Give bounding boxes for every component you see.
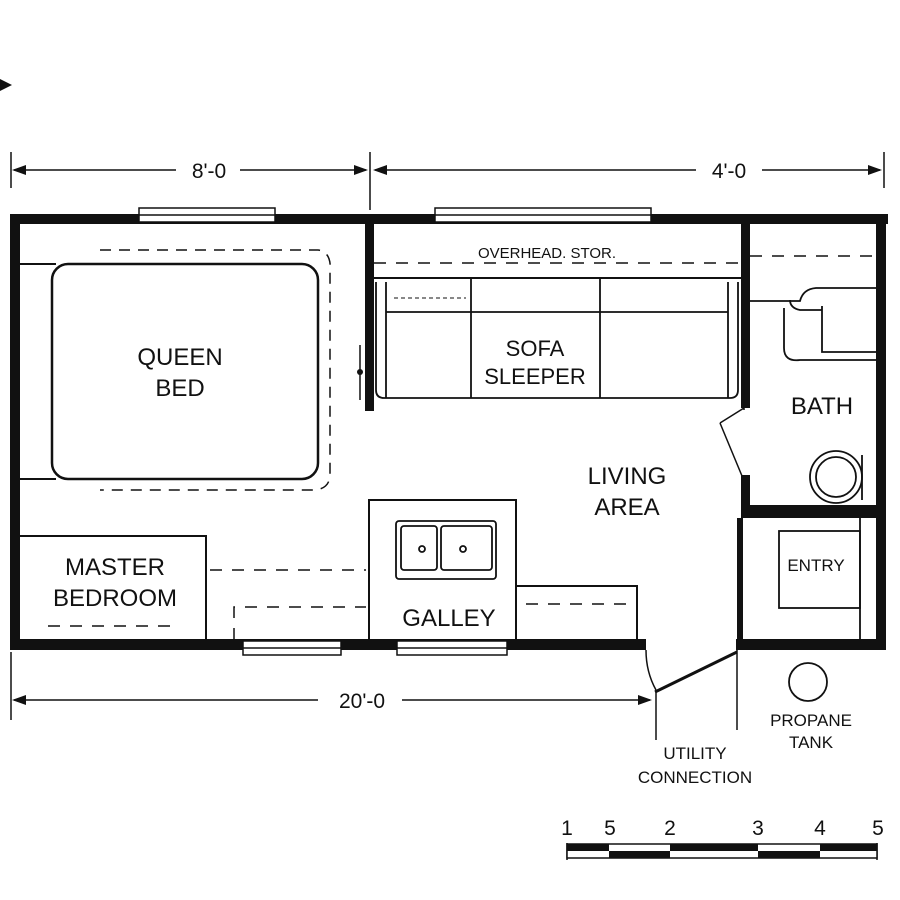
scale-bar	[566, 843, 878, 860]
galley-label: GALLEY	[402, 605, 495, 632]
propane-tank-icon	[788, 662, 828, 702]
entry-label: ENTRY	[787, 556, 844, 575]
dim-overall-length: 20'-0	[339, 690, 385, 713]
sofa-sleeper-label-2: SLEEPER	[484, 364, 586, 389]
window	[242, 640, 342, 656]
dimension-bottom	[10, 652, 652, 720]
dimension-top	[10, 152, 885, 210]
window	[138, 207, 276, 223]
window	[396, 640, 508, 656]
dim-bedroom-width: 8'-0	[192, 160, 226, 183]
sink-icon	[395, 520, 497, 580]
sofa-sleeper-label-1: SOFA	[506, 336, 565, 361]
scale-label: 5	[872, 817, 884, 840]
scale-label: 1	[561, 817, 573, 840]
queen-bed-label-2: BED	[155, 375, 204, 402]
arrow-stub-icon	[0, 79, 12, 91]
bath-label: BATH	[791, 393, 853, 420]
queen-bed-label-1: QUEEN	[137, 344, 222, 371]
scale-label: 5	[604, 817, 616, 840]
window	[434, 207, 652, 223]
queen-bed	[20, 249, 363, 491]
living-area-label-1: LIVING	[588, 463, 667, 490]
toilet-icon	[809, 450, 863, 504]
dim-front-width: 4'-0	[712, 160, 746, 183]
entry-step	[778, 518, 861, 640]
master-bedroom-label-2: BEDROOM	[53, 585, 177, 612]
galley-counter	[368, 499, 638, 640]
utility-connection-label-2: CONNECTION	[638, 768, 752, 787]
bath-door	[719, 338, 745, 477]
master-bedroom-label-1: MASTER	[65, 554, 165, 581]
scale-label: 4	[814, 817, 826, 840]
master-bedroom-closet	[20, 535, 366, 640]
sofa-sleeper	[375, 278, 739, 399]
scale-label: 2	[664, 817, 676, 840]
scale-label: 3	[752, 817, 764, 840]
overhead-storage-label: OVERHEAD. STOR.	[478, 245, 616, 262]
propane-tank-label-1: PROPANE	[770, 711, 852, 730]
overhead-storage	[374, 262, 741, 279]
bath-fixtures	[750, 255, 876, 362]
propane-tank-label-2: TANK	[789, 733, 834, 752]
interior-walls	[365, 222, 881, 641]
entry-door	[645, 649, 738, 740]
living-area-label-2: AREA	[594, 494, 659, 521]
utility-connection-label-1: UTILITY	[663, 744, 726, 763]
